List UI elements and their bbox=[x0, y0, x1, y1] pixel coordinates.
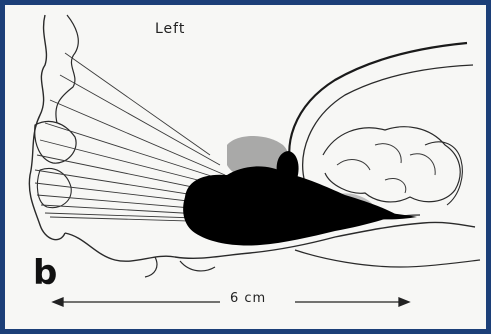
sinus-outline bbox=[37, 169, 71, 208]
side-label: Left bbox=[155, 21, 185, 37]
cerebellum-outline bbox=[323, 127, 460, 202]
cerebrum-inner-outline bbox=[303, 65, 473, 183]
lesion-mass bbox=[183, 166, 397, 245]
anatomical-drawing bbox=[5, 5, 486, 329]
cerebrum-outline bbox=[289, 43, 467, 180]
panel-label: b bbox=[33, 253, 57, 293]
skull-base-lower-outline bbox=[145, 250, 480, 277]
cerebellum-folia bbox=[337, 144, 435, 193]
scale-label: 6 cm bbox=[227, 291, 269, 306]
orbit-outline bbox=[35, 121, 76, 163]
frontal-bone-outline bbox=[56, 15, 78, 123]
posterior-fossa-outline bbox=[425, 142, 462, 205]
